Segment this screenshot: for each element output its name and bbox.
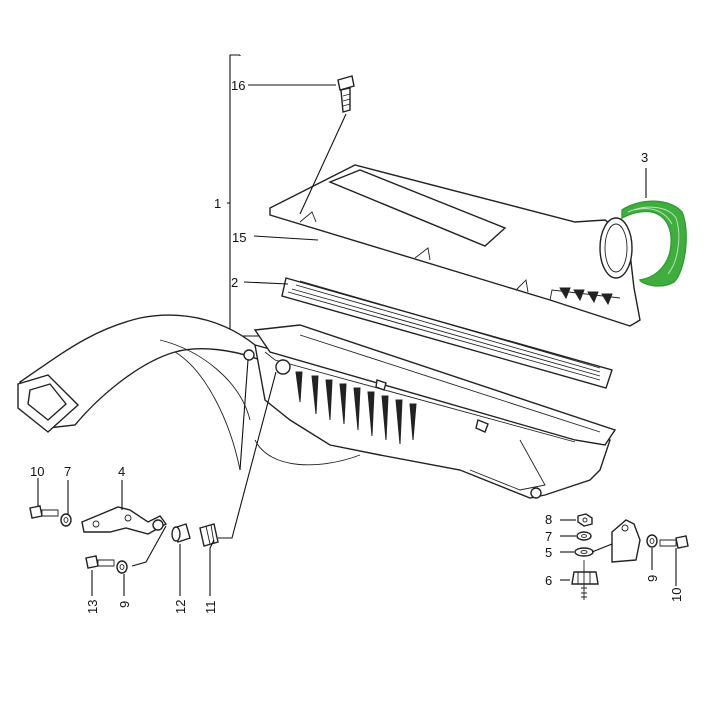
callout-12: 12 — [173, 600, 188, 614]
callout-4: 4 — [118, 464, 125, 479]
callout-1: 1 — [214, 196, 221, 211]
callout-2: 2 — [231, 275, 238, 290]
callout-10-right: 10 — [669, 588, 684, 602]
callout-5: 5 — [545, 545, 552, 560]
callout-3: 3 — [641, 150, 648, 165]
callout-15: 15 — [232, 230, 246, 245]
intake-duct — [17, 314, 262, 471]
callout-16: 16 — [231, 78, 245, 93]
washer-9-right — [646, 534, 658, 548]
filter-element — [281, 277, 613, 389]
lower-housing — [243, 324, 617, 499]
callout-6: 6 — [545, 573, 552, 588]
bushing-12 — [171, 523, 191, 543]
washer-7-right — [576, 531, 592, 541]
leader-lines — [37, 84, 677, 596]
callout-11: 11 — [203, 601, 218, 615]
callout-10-left: 10 — [30, 464, 44, 479]
bolt-13 — [85, 555, 115, 569]
callout-7-left: 7 — [64, 464, 71, 479]
callout-13: 13 — [85, 600, 100, 614]
callout-7-right: 7 — [545, 529, 552, 544]
upper-housing — [269, 164, 641, 327]
bolt-10-left — [29, 505, 59, 519]
washer-7-left — [60, 513, 72, 527]
bracket-right — [611, 519, 641, 563]
callout-9-right: 9 — [645, 575, 660, 582]
nut-8 — [577, 513, 593, 527]
screw-16 — [299, 75, 355, 215]
grommet-11 — [199, 523, 219, 547]
callout-labels: 16 1 15 2 3 10 7 4 13 9 12 11 8 7 5 6 9 … — [30, 78, 684, 614]
bracket-4 — [81, 506, 168, 535]
washer-9-left — [116, 560, 128, 574]
callout-8: 8 — [545, 512, 552, 527]
bolt-10-right — [659, 535, 689, 549]
callout-9-left: 9 — [117, 601, 132, 608]
washer-5 — [574, 547, 594, 557]
rubber-mount-6 — [571, 560, 599, 600]
clamp-ring — [621, 200, 687, 287]
